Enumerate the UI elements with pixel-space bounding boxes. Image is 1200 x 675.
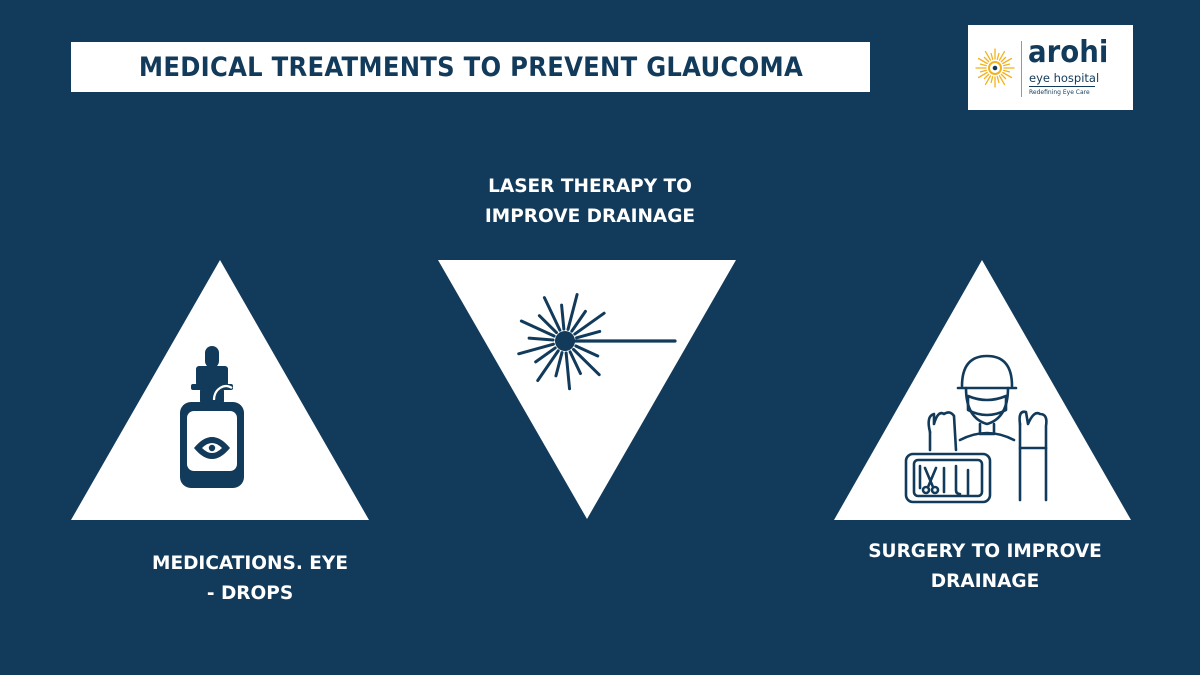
logo-name: arohi <box>1028 35 1109 70</box>
sun-ray <box>998 75 1006 86</box>
sun-ray <box>1002 71 1013 79</box>
surgeon-icon <box>904 354 1048 504</box>
laser-ray <box>534 346 557 364</box>
label-surgery: SURGERY TO IMPROVE DRAINAGE <box>795 537 1175 597</box>
sun-eye-icon <box>975 48 1015 88</box>
sun-ray <box>977 57 988 65</box>
logo-subtitle: eye hospital <box>1029 71 1100 85</box>
laser-ray <box>566 293 579 331</box>
laser-ray <box>527 336 555 342</box>
logo-divider <box>1021 41 1022 97</box>
sun-ray <box>984 75 992 86</box>
title-banner: MEDICAL TREATMENTS TO PREVENT GLAUCOMA <box>71 42 870 92</box>
laser-ray <box>554 351 564 378</box>
laser-ray <box>575 329 602 340</box>
laser-ray <box>560 303 566 331</box>
label-line: SURGERY TO IMPROVE <box>868 541 1102 562</box>
sun-ray <box>990 52 994 60</box>
sun-ray <box>1002 57 1013 65</box>
label-line: DRAINAGE <box>930 571 1040 592</box>
laser-burst-icon <box>517 293 677 391</box>
eye-drops-bottle-icon <box>180 346 244 488</box>
laser-ray <box>572 347 601 377</box>
sun-ray <box>979 63 987 67</box>
laser-ray <box>519 319 556 338</box>
logo-tagline: Redefining Eye Care <box>1029 89 1090 96</box>
sun-ray <box>977 71 988 79</box>
triangle-down-middle <box>438 260 736 519</box>
label-line: - DROPS <box>206 583 294 604</box>
laser-ray <box>536 349 560 383</box>
sun-ray <box>1003 69 1011 73</box>
sun-ray <box>983 56 990 63</box>
sun-ray <box>990 76 994 84</box>
laser-ray <box>573 311 606 336</box>
laser-ray <box>570 309 587 333</box>
label-line: LASER THERAPY TO <box>488 176 692 197</box>
sun-ray <box>996 76 1000 84</box>
sun-ray <box>1003 63 1011 67</box>
label-line: IMPROVE DRAINAGE <box>484 206 696 227</box>
laser-ray <box>542 296 562 332</box>
laser-ray <box>517 342 555 356</box>
laser-ray <box>564 351 572 391</box>
sun-ray <box>979 69 987 73</box>
sun-ray <box>983 73 990 80</box>
laser-ray <box>574 344 600 358</box>
label-laser: LASER THERAPY TO IMPROVE DRAINAGE <box>400 172 780 232</box>
sun-ray <box>1000 73 1007 80</box>
sun-ray <box>984 50 992 61</box>
hospital-logo: arohi eye hospital Redefining Eye Care <box>968 25 1133 110</box>
sun-ray <box>998 50 1006 61</box>
label-medications: MEDICATIONS. EYE - DROPS <box>60 549 440 609</box>
sun-ray <box>996 52 1000 60</box>
laser-ray <box>568 350 582 376</box>
page-title: MEDICAL TREATMENTS TO PREVENT GLAUCOMA <box>138 51 803 83</box>
sun-ray <box>1000 56 1007 63</box>
laser-ray <box>537 314 558 335</box>
label-line: MEDICATIONS. EYE <box>152 553 348 574</box>
logo-rule <box>1029 86 1095 87</box>
